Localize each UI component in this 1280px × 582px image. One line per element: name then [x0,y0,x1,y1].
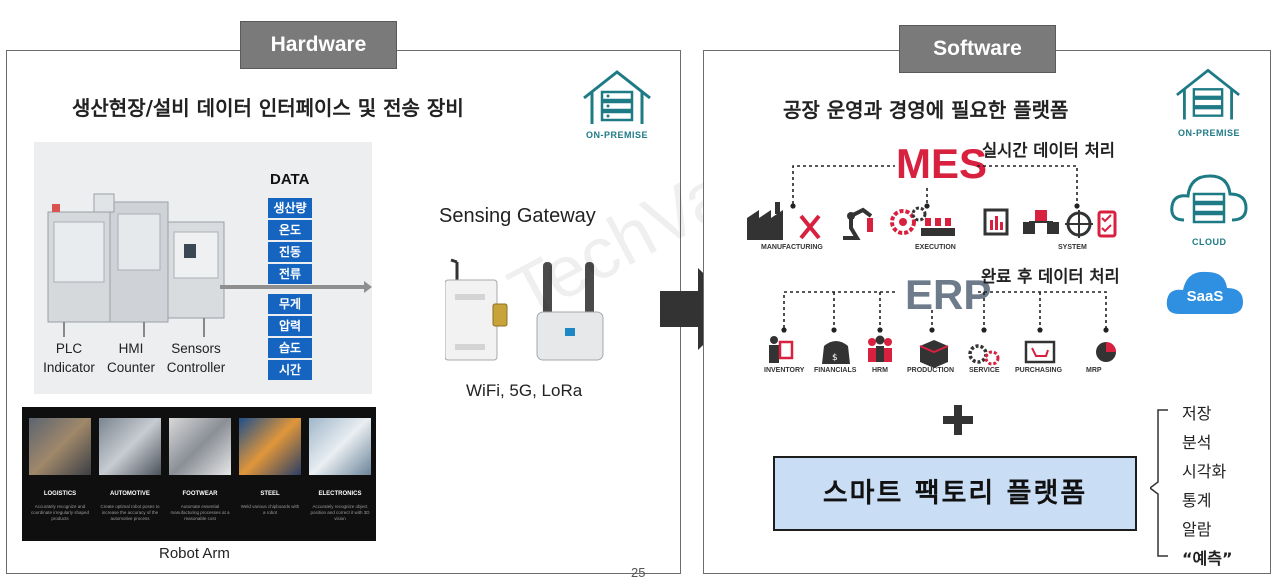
machine-label-sensors: Sensors Controller [166,341,226,375]
cloud-label: CLOUD [1192,237,1227,247]
erp-icon-label: INVENTORY [764,367,805,374]
robot-card-electronics: ELECTRONICS Accurately recognize object … [309,418,371,530]
robot-photo [309,418,371,475]
smart-factory-platform: 스마트 팩토리 플랫폼 [773,456,1137,531]
data-item: 압력 [268,316,312,336]
svg-text:$: $ [832,353,838,363]
mes-diagram [747,165,1117,240]
robot-photo [29,418,91,475]
robot-photo [169,418,231,475]
feature-item: 저장 [1182,404,1212,423]
page-number: 25 [631,565,646,580]
on-premise-label: ON-PREMISE [586,130,649,140]
software-title: 공장 운영과 경영에 필요한 플랫폼 [783,98,1069,122]
arrow-right-icon [660,268,740,350]
on-premise-icon [583,70,651,124]
machine-label-plc: PLC Indicator [43,341,95,375]
cloud-icon [1170,174,1248,224]
erp-icon-label: PRODUCTION [907,367,955,374]
erp-icon-label: PURCHASING [1015,367,1063,374]
feature-item: 시각화 [1182,462,1227,481]
on-premise-label: ON-PREMISE [1178,128,1241,138]
machine-illustration [47,193,372,337]
data-item: 무게 [268,294,312,314]
erp-icon-label: FINANCIALS [814,367,857,374]
feature-item: 통계 [1182,491,1212,510]
feature-item: 분석 [1182,433,1212,452]
software-tag: Software [899,25,1056,73]
erp-icon-label: HRM [872,367,888,374]
erp-diagram: $ [769,291,1116,368]
robot-card-automotive: AUTOMOTIVE Create optimal robot poses to… [99,418,161,530]
mes-icon-label: EXECUTION [915,244,956,251]
mes-icon-label: SYSTEM [1058,244,1087,251]
robot-card-steel: STEEL Weld various chipboards with a rob… [239,418,301,530]
data-item: 습도 [268,338,312,358]
erp-title: ERP [905,271,992,318]
erp-icon-label: SERVICE [969,367,1000,374]
machine-image [34,142,372,394]
saas-cloud-shape [1166,271,1243,314]
hardware-title: 생산현장/설비 데이터 인터페이스 및 전송 장비 [72,96,464,120]
data-item: 진동 [268,242,312,262]
robot-card-logistics: LOGISTICS Accurately recognize and coord… [29,418,91,530]
on-premise-icon [1176,68,1240,120]
bracket [1150,409,1168,557]
saas-icon: SaaS [1165,266,1245,316]
feature-item: 알람 [1182,520,1212,539]
plus-icon [943,405,973,435]
machine-label-hmi: HMI Counter [106,341,156,375]
mes-title: MES [896,140,988,187]
data-item: 시간 [268,360,312,380]
erp-subtitle: 완료 후 데이터 처리 [981,267,1120,286]
robot-arm-image: LOGISTICS Accurately recognize and coord… [22,407,376,541]
robot-photo [239,418,301,475]
feature-item: “예측” [1182,549,1233,568]
hardware-tag: Hardware [240,21,397,69]
mes-subtitle: 실시간 데이터 처리 [982,141,1115,160]
gateway-subtitle: WiFi, 5G, LoRa [466,381,583,400]
data-item: 생산량 [268,198,312,218]
mes-icon-label: MANUFACTURING [761,244,823,251]
erp-icon-label: MRP [1086,367,1102,374]
gateway-title: Sensing Gateway [439,205,596,227]
saas-label: SaaS [1186,288,1224,305]
data-title: DATA [270,171,310,188]
gateway-device-image [445,258,604,361]
data-item: 온도 [268,220,312,240]
robot-photo [99,418,161,475]
data-item: 전류 [268,264,312,284]
robot-card-footwear: FOOTWEAR Automate essential manufacturin… [169,418,231,530]
robot-arm-label: Robot Arm [159,545,230,562]
